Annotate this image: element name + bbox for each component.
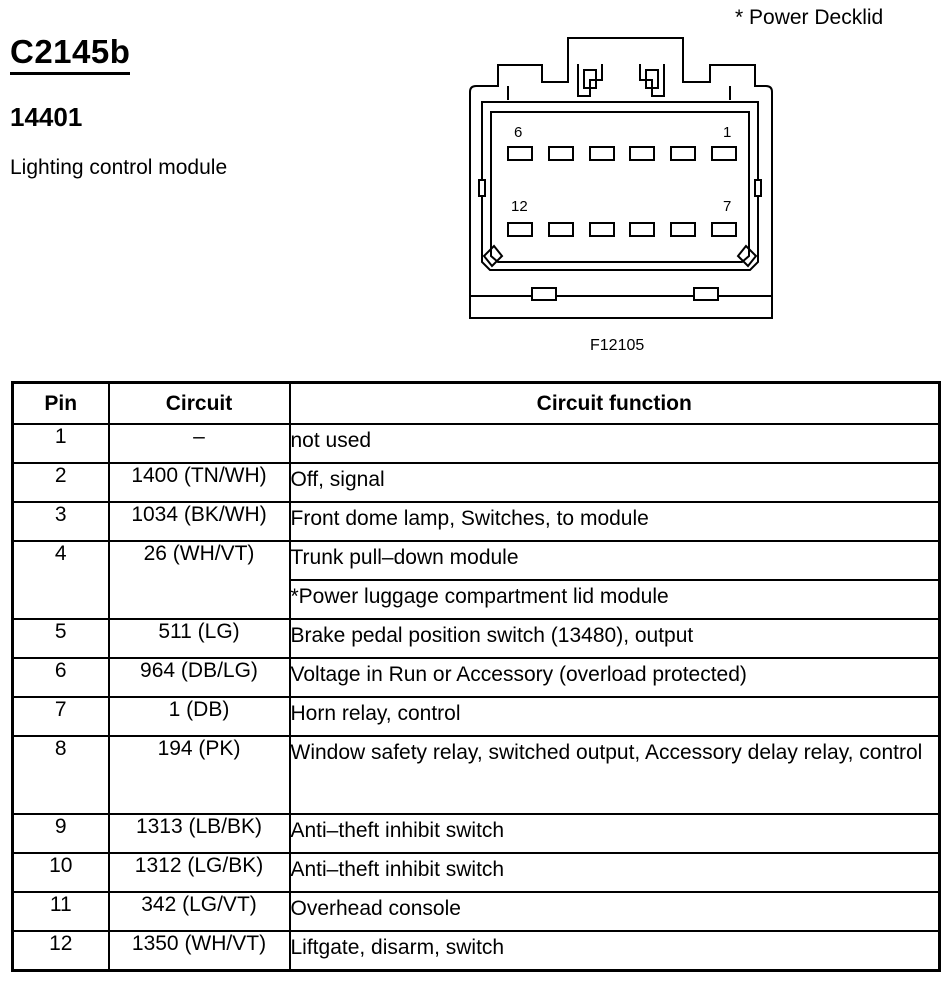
pin-cavity [548, 146, 574, 161]
table-row: 2 1400 (TN/WH) Off, signal [11, 462, 941, 503]
circuit-function: Liftgate, disarm, switch [288, 930, 941, 971]
pin-cavity [629, 146, 655, 161]
pin-number: 6 [11, 657, 110, 698]
connector-id: C2145b [10, 34, 131, 75]
pin-cavity [670, 146, 696, 161]
table-row: 12 1350 (WH/VT) Liftgate, disarm, switch [11, 930, 941, 971]
table-row: 3 1034 (BK/WH) Front dome lamp, Switches… [11, 501, 941, 542]
footnote: * Power Decklid [735, 6, 884, 29]
circuit-code: 1313 (LB/BK) [107, 813, 291, 854]
table-row: 11 342 (LG/VT) Overhead console [11, 891, 941, 932]
connector-cavity-outer [481, 101, 759, 271]
figure-reference: F12105 [590, 337, 645, 354]
circuit-code: 1400 (TN/WH) [107, 462, 291, 503]
header-circuit-function: Circuit function [288, 381, 941, 425]
pin-cavity [507, 146, 533, 161]
pinout-table: Pin Circuit Circuit function 1 – not use… [11, 381, 941, 972]
pin-number: 5 [11, 618, 110, 659]
circuit-code: 342 (LG/VT) [107, 891, 291, 932]
table-row: 10 1312 (LG/BK) Anti–theft inhibit switc… [11, 852, 941, 893]
pin-cavity [711, 222, 737, 237]
circuit-code: 511 (LG) [107, 618, 291, 659]
table-row: 9 1313 (LB/BK) Anti–theft inhibit switch [11, 813, 941, 854]
pin-number: 2 [11, 462, 110, 503]
circuit-code: 1350 (WH/VT) [107, 930, 291, 971]
circuit-code: – [107, 423, 291, 464]
pin-number: 10 [11, 852, 110, 893]
table-row: 1 – not used [11, 423, 941, 464]
circuit-code: 1312 (LG/BK) [107, 852, 291, 893]
component-number: 14401 [10, 102, 83, 132]
pin-cavity [711, 146, 737, 161]
pin-cavity [629, 222, 655, 237]
pin-label-1: 1 [723, 124, 731, 141]
circuit-function: Anti–theft inhibit switch [288, 813, 941, 854]
table-row: 8 194 (PK) Window safety relay, switched… [11, 735, 941, 815]
table-row: 5 511 (LG) Brake pedal position switch (… [11, 618, 941, 659]
table-row: 6 964 (DB/LG) Voltage in Run or Accessor… [11, 657, 941, 698]
pin-number: 12 [11, 930, 110, 971]
connector-cavity-inner [490, 111, 750, 263]
table-row: 7 1 (DB) Horn relay, control [11, 696, 941, 737]
circuit-function-alt: *Power luggage compartment lid module [288, 579, 941, 620]
pin-cavity [589, 146, 615, 161]
pin-label-12: 12 [511, 198, 528, 215]
circuit-code: 1 (DB) [107, 696, 291, 737]
pin-cavity [507, 222, 533, 237]
circuit-code: 1034 (BK/WH) [107, 501, 291, 542]
circuit-function: Window safety relay, switched output, Ac… [288, 735, 941, 815]
circuit-function: Anti–theft inhibit switch [288, 852, 941, 893]
table-row: 4 26 (WH/VT) Trunk pull–down module [11, 540, 941, 620]
circuit-code: 194 (PK) [107, 735, 291, 815]
circuit-function: Horn relay, control [288, 696, 941, 737]
circuit-code: 964 (DB/LG) [107, 657, 291, 698]
bottom-tab-left [531, 287, 557, 301]
pin-cavity [670, 222, 696, 237]
header-circuit: Circuit [107, 381, 291, 425]
bottom-tab-right [693, 287, 719, 301]
table-header-row: Pin Circuit Circuit function [11, 381, 941, 425]
connector-face-diagram: 6 1 12 7 [469, 37, 773, 319]
circuit-function: Brake pedal position switch (13480), out… [288, 618, 941, 659]
pin-number: 8 [11, 735, 110, 815]
pin-cavity [589, 222, 615, 237]
circuit-function: Front dome lamp, Switches, to module [288, 501, 941, 542]
header-pin: Pin [11, 381, 110, 425]
table-row: *Power luggage compartment lid module [13, 579, 941, 620]
circuit-function: Voltage in Run or Accessory (overload pr… [288, 657, 941, 698]
circuit-code: 26 (WH/VT) [107, 540, 291, 620]
pin-cavity [548, 222, 574, 237]
circuit-function: Overhead console [288, 891, 941, 932]
pin-number: 11 [11, 891, 110, 932]
connector-outline [469, 37, 773, 319]
circuit-function: Trunk pull–down module [288, 540, 941, 581]
pin-number: 9 [11, 813, 110, 854]
pin-number: 7 [11, 696, 110, 737]
component-name: Lighting control module [10, 156, 228, 179]
pin-number: 3 [11, 501, 110, 542]
pin-label-7: 7 [723, 198, 731, 215]
circuit-function: not used [288, 423, 941, 464]
circuit-function: Off, signal [288, 462, 941, 503]
pin-label-6: 6 [514, 124, 522, 141]
pin-number: 4 [11, 540, 110, 620]
pin-number: 1 [11, 423, 110, 464]
